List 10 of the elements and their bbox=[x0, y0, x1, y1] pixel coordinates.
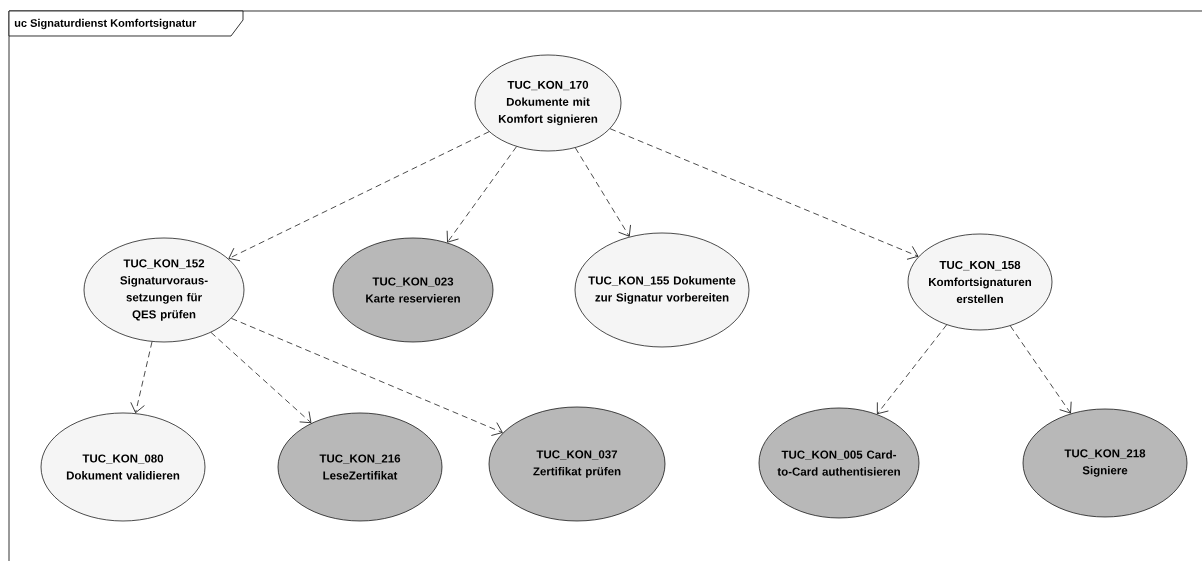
dependency-arrow bbox=[446, 146, 517, 243]
dependency-arrow bbox=[231, 318, 503, 436]
dependency-arrow bbox=[575, 147, 631, 237]
frame-tab: uc Signaturdienst Komfortsignatur bbox=[8, 10, 244, 37]
dependency-arrow bbox=[609, 128, 919, 260]
dependency-arrow bbox=[130, 341, 153, 414]
dependency-arrow bbox=[1009, 325, 1072, 414]
dependency-arrow bbox=[210, 332, 312, 424]
dependency-arrow bbox=[877, 324, 947, 415]
dependency-arrow bbox=[228, 131, 490, 262]
